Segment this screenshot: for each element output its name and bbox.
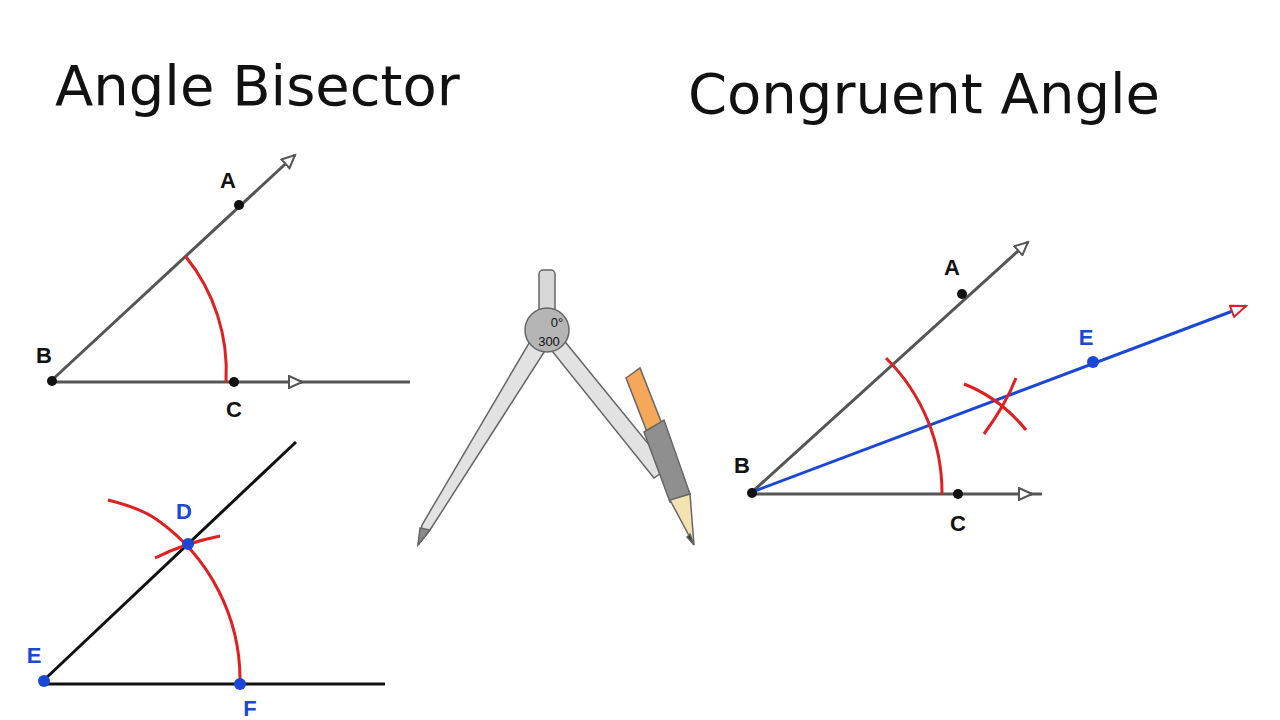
ray — [300, 381, 410, 384]
ray — [52, 155, 295, 380]
pencil-tip — [670, 494, 694, 545]
points — [747, 289, 1099, 499]
point — [229, 377, 239, 387]
point — [747, 488, 757, 498]
compass-leg — [418, 338, 548, 545]
heading: Congruent Angle — [688, 66, 1160, 122]
point — [234, 200, 244, 210]
angle-def — [44, 442, 385, 684]
pencil-grip — [644, 420, 690, 502]
compass-arc — [984, 378, 1016, 434]
compass-arc — [155, 536, 220, 558]
bisected-angle — [752, 242, 1246, 494]
compass-needle — [418, 528, 430, 545]
compass-arc — [108, 500, 240, 684]
ray — [52, 381, 302, 384]
compass-icon — [418, 270, 694, 545]
ray — [752, 493, 1032, 496]
compass-arc — [886, 358, 942, 494]
point-label: C — [950, 513, 966, 535]
dial-text: 0° — [551, 316, 563, 329]
ray — [1030, 493, 1042, 496]
points — [38, 538, 246, 690]
point — [234, 678, 246, 690]
heading: Angle Bisector — [55, 58, 460, 114]
pencil-lead — [687, 534, 694, 545]
point-label: F — [243, 698, 256, 720]
point — [1087, 356, 1099, 368]
point — [957, 289, 967, 299]
ray — [44, 442, 296, 680]
compass-arc — [186, 256, 227, 382]
point-label: E — [27, 645, 42, 667]
ray — [752, 242, 1028, 492]
compass-dial — [525, 308, 569, 352]
dial-text: 300 — [538, 335, 560, 348]
compass-arc — [964, 384, 1026, 430]
point-label: E — [1079, 327, 1094, 349]
point — [953, 489, 963, 499]
point — [38, 675, 50, 687]
point-label: A — [944, 257, 960, 279]
point — [182, 538, 194, 550]
points — [47, 200, 244, 387]
ray — [44, 683, 385, 686]
bisector-ray — [752, 306, 1246, 492]
angle-abc — [52, 155, 410, 382]
point — [47, 376, 57, 386]
point-label: D — [176, 501, 192, 523]
point-label: A — [220, 170, 236, 192]
point-label: B — [734, 455, 750, 477]
point-label: C — [226, 399, 242, 421]
point-label: B — [36, 345, 52, 367]
